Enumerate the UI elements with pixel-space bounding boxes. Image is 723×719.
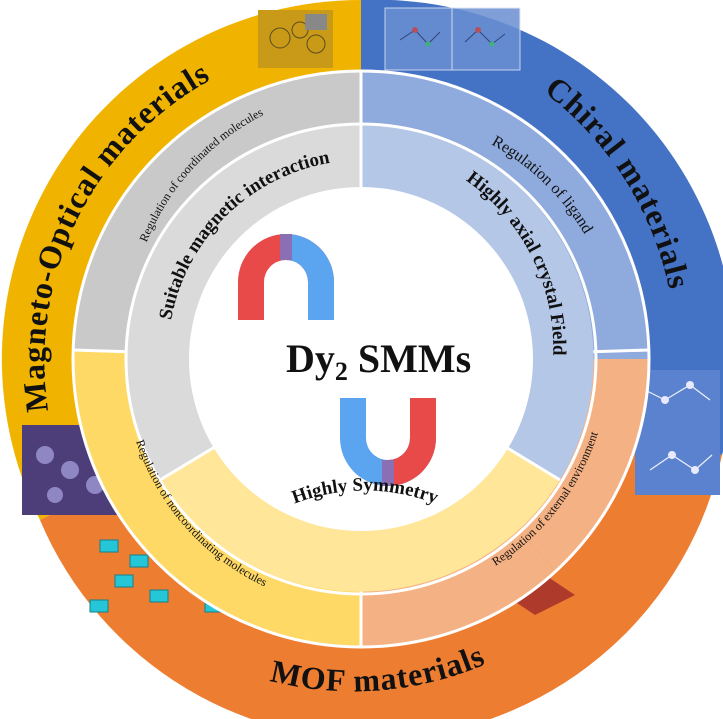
horseshoe-magnet-icon xyxy=(238,234,436,486)
chiral-structure-image-top xyxy=(384,7,521,71)
chiral-structure-image-side xyxy=(635,370,720,495)
magneto-structure-image-top xyxy=(258,10,333,68)
center-title: Dy2 SMMs xyxy=(286,336,471,386)
center-circle xyxy=(189,187,533,531)
